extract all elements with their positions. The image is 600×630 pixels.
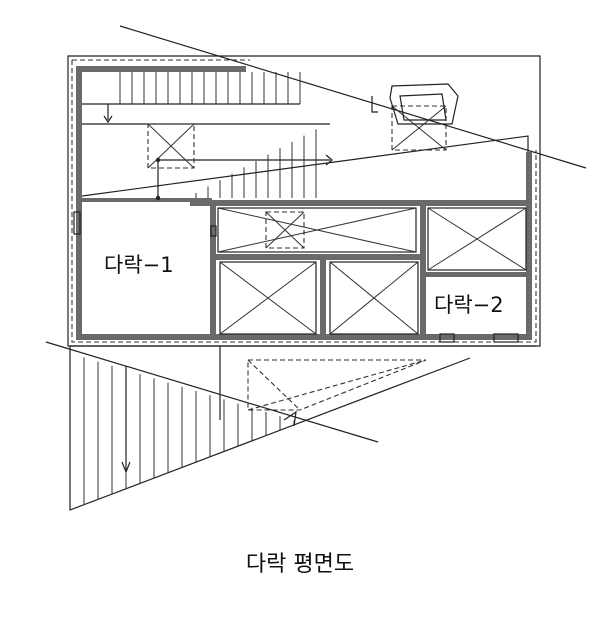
room-label-attic-1: 다락−1 [104,253,174,277]
lower-stair [155,129,333,201]
chimney-symbol [371,83,459,125]
lower-roof-area [69,346,471,511]
eave-dashed-line [71,59,537,343]
upper-stair [82,72,330,125]
walls [76,66,532,340]
window-marks [73,211,519,343]
outer-boundary [67,55,541,347]
roof-lines [45,25,587,443]
roof-hatch-openings [147,105,447,249]
plan-caption: 다락 평면도 [245,552,355,577]
storage-cells [217,207,527,335]
room-label-attic-2: 다락−2 [434,293,504,317]
